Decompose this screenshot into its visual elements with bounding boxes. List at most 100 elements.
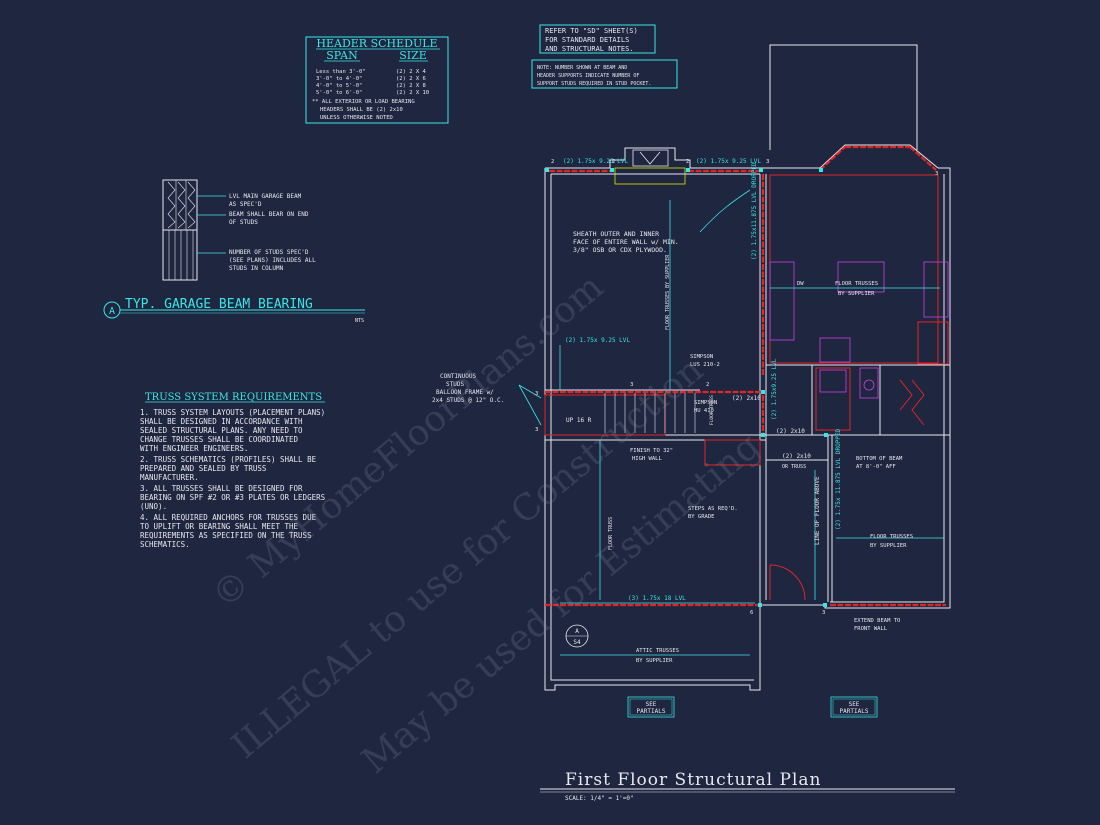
header-row-size: (2) 2 X 8 (396, 83, 426, 89)
section-marker-sheet: S4 (573, 639, 581, 646)
beam-callout: (3) 1.75x 18 LVL (628, 595, 686, 602)
see-label: PARTIALS (840, 708, 869, 715)
stud-count: 3 (535, 391, 538, 397)
header-note: ** ALL EXTERIOR OR LOAD BEARING (312, 99, 415, 105)
steps-note: STEPS AS REQ'D. (688, 506, 738, 512)
watermark: © MyHomeFloorPlans.com ILLEGAL to use fo… (204, 266, 768, 782)
note-box: NOTE: NUMBER SHOWN AT BEAM AND HEADER SU… (531, 59, 678, 89)
sheath-note: 3/8" OSB OR CDX PLYWOOD. (573, 246, 667, 254)
header-schedule-title: HEADER SCHEDULE (316, 37, 437, 50)
truss-line: TO UPLIFT OR BEARING SHALL MEET THE (140, 522, 299, 531)
truss-label: BY SUPPLIER (870, 543, 907, 549)
header-row-span: Less than 3'-0" (316, 69, 366, 75)
truss-title: TRUSS SYSTEM REQUIREMENTS (145, 392, 322, 403)
header-row-span: 3'-0" to 4'-0" (316, 76, 362, 82)
detail-scale: NTS (355, 318, 364, 324)
truss-line: 3. ALL TRUSSES SHALL BE DESIGNED FOR (140, 484, 303, 493)
beam-label: AS SPEC'D (229, 201, 262, 208)
truss-line: SHALL BE DESIGNED IN ACCORDANCE WITH (140, 417, 303, 426)
beam-callout-vertical: (2) 1.75x9.25 LVL (771, 358, 778, 420)
stud-count: 3 (766, 159, 769, 165)
studs-note: STUDS (446, 381, 464, 388)
header-callout: (2) 2x10 (776, 428, 805, 435)
truss-label: ATTIC TRUSSES (636, 648, 679, 654)
beam-label: OF STUDS (229, 219, 258, 226)
beam-bearing-detail: LVL MAIN GARAGE BEAM AS SPEC'D BEAM SHAL… (103, 179, 365, 324)
wall-note: FINISH TO 32" (630, 448, 673, 454)
sheet-title: First Floor Structural Plan (565, 770, 821, 790)
hanger-note: SIMPSON (694, 400, 717, 406)
sheet-title-block: First Floor Structural Plan SCALE: 1/4" … (540, 770, 955, 802)
hanger-note: SIMPSON (690, 354, 713, 360)
truss-label: BY SUPPLIER (636, 658, 673, 664)
header-callout: (2) 2x10 (782, 453, 811, 460)
beam-callout: (2) 1.75x 9.25 LVL (563, 158, 628, 165)
truss-line: WITH ENGINEER ENGINEERS. (140, 444, 248, 453)
stud-count: 3 (535, 427, 538, 433)
truss-line: PREPARED AND SEALED BY TRUSS (140, 464, 267, 473)
header-schedule: HEADER SCHEDULE SPAN SIZE Less than 3'-0… (305, 36, 449, 124)
header-row-span: 5'-0" to 6'-0" (316, 90, 362, 96)
truss-line: SCHEMATICS. (140, 540, 190, 549)
sheath-note: FACE OF ENTIRE WALL w/ MIN. (573, 238, 679, 246)
beam-label: BEAM SHALL BEAR ON END (229, 211, 309, 218)
stud-pockets (545, 168, 828, 607)
truss-line: 4. ALL REQUIRED ANCHORS FOR TRUSSES DUE (140, 513, 317, 522)
header-col-size: SIZE (399, 49, 427, 62)
truss-line: 1. TRUSS SYSTEM LAYOUTS (PLACEMENT PLANS… (140, 408, 325, 417)
stud-count: 3 (935, 171, 938, 177)
header-row-size: (2) 2 X 6 (396, 76, 426, 82)
see-label: SEE (849, 701, 860, 708)
hanger-note: HU 410 (694, 408, 714, 414)
steps-note: BY GRADE (688, 514, 715, 520)
see-label: SEE (646, 701, 657, 708)
stud-count: 3 (822, 610, 825, 616)
stud-count: 2 (551, 159, 554, 165)
truss-label-vertical: FLOOR TRUSS (709, 395, 715, 425)
note-line: SUPPORT STUDS REQUIRED IN STUD POCKET. (537, 81, 651, 87)
stud-count: 2 (612, 159, 615, 165)
refer-box: REFER TO "SD" SHEET(S) FOR STANDARD DETA… (539, 24, 656, 54)
refer-line: FOR STANDARD DETAILS (545, 36, 629, 44)
see-partials-right[interactable]: SEE PARTIALS (830, 696, 878, 718)
truss-line: 2. TRUSS SCHEMATICS (PROFILES) SHALL BE (140, 455, 317, 464)
sheet-scale: SCALE: 1/4" = 1'=0" (565, 795, 634, 802)
studs-note: BALLOON FRAME w/ (436, 389, 494, 396)
truss-line: MANUFACTURER. (140, 473, 199, 482)
truss-label: BY SUPPLIER (838, 291, 875, 297)
wall-note: HIGH WALL (632, 456, 662, 462)
beam-callout-vertical: (2) 1.75x11.875 LVL DROPPED (751, 162, 758, 260)
header-note: HEADERS SHALL BE (2) 2x10 (320, 107, 403, 113)
floor-plan: (2) 1.75x 9.25 LVL (2) 1.75x 9.25 LVL SH… (432, 44, 951, 718)
stud-count: 6 (750, 610, 753, 616)
beam-callout-vertical: (2) 1.75x 11.875 LVL DROPPED (835, 428, 842, 530)
sheath-note: SHEATH OUTER AND INNER (573, 230, 659, 238)
see-label: PARTIALS (637, 708, 666, 715)
floor-line-label: LINE OF FLOOR ABOVE (814, 476, 821, 545)
studs-note: 2x4 STUDS @ 12" O.C. (432, 397, 504, 404)
note-line: NOTE: NUMBER SHOWN AT BEAM AND (537, 65, 627, 71)
header-row-span: 4'-0" to 5'-0" (316, 83, 362, 89)
truss-line: CHANGE TRUSSES SHALL BE COORDINATED (140, 435, 299, 444)
note-line: HEADER SUPPORTS INDICATE NUMBER OF (537, 73, 639, 79)
truss-label: FLOOR TRUSSES (835, 281, 878, 287)
beam-callout: (2) 1.75x 9.25 LVL (696, 158, 761, 165)
beam-note: EXTEND BEAM TO (854, 618, 900, 624)
beam-label: NUMBER OF STUDS SPEC'D (229, 249, 309, 256)
header-note: UNLESS OTHERWISE NOTED (320, 115, 393, 121)
beam-callout: (2) 1.75x 9.25 LVL (565, 337, 630, 344)
truss-line: (UNO). (140, 502, 167, 511)
truss-label-vertical: FLOOR TRUSSES BY SUPPLIER (665, 254, 671, 330)
header-row-size: (2) 2 X 10 (396, 90, 429, 96)
truss-label: FLOOR TRUSSES (870, 534, 913, 540)
truss-requirements: TRUSS SYSTEM REQUIREMENTS 1. TRUSS SYSTE… (140, 392, 326, 549)
beam-label: STUDS IN COLUMN (229, 265, 284, 272)
stair-label: UP 16 R (566, 417, 592, 424)
truss-line: SEALED STRUCTURAL PLANS. ANY NEED TO (140, 426, 303, 435)
see-partials-left[interactable]: SEE PARTIALS (627, 696, 675, 718)
header-callout: OR TRUSS (782, 464, 806, 470)
beam-label: LVL MAIN GARAGE BEAM (229, 193, 302, 200)
hanger-note: LUS 210-2 (690, 362, 720, 368)
beam-note: AT 8'-0" AFF (856, 464, 896, 470)
